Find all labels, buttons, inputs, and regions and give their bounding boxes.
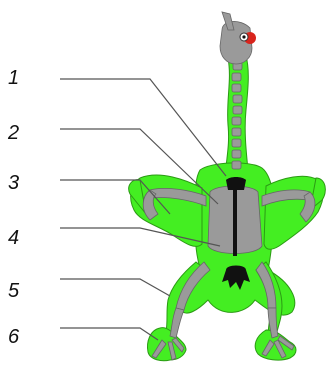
leader-line-6: [60, 328, 158, 340]
leader-line-1: [60, 79, 226, 176]
leader-line-5: [60, 279, 170, 296]
skull: [220, 12, 256, 64]
